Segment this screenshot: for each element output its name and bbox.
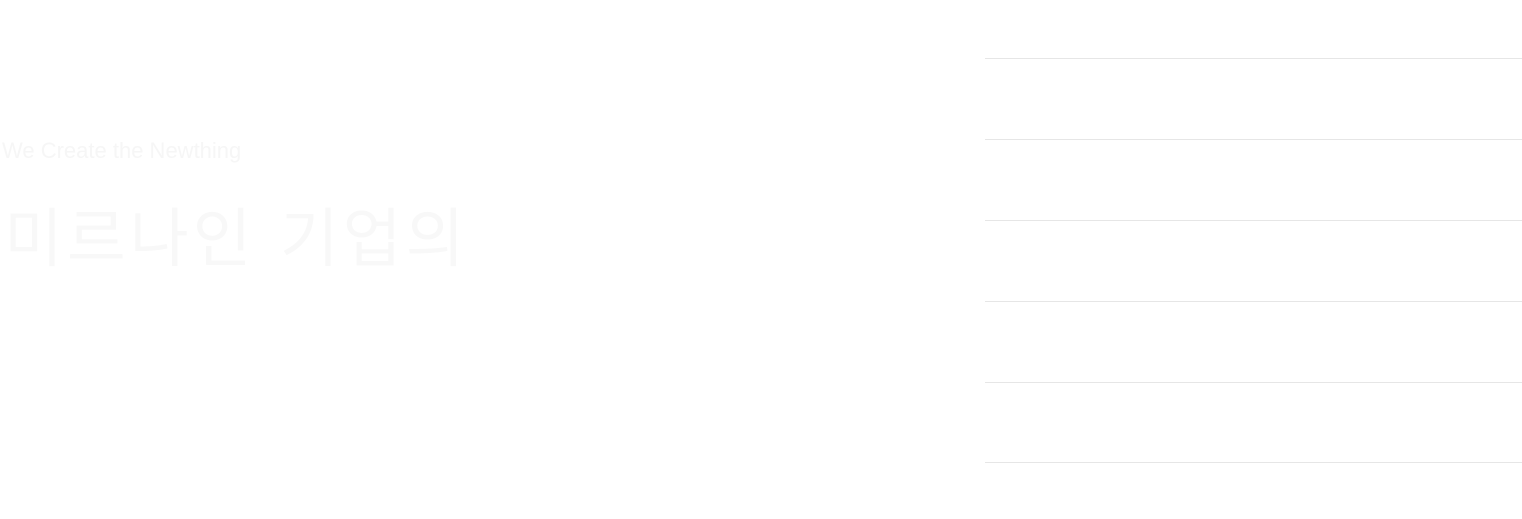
divider — [985, 220, 1522, 221]
divider — [985, 58, 1522, 59]
divider — [985, 382, 1522, 383]
hero-slogan: We Create the Newthing — [2, 138, 242, 163]
hero-title: 미르나인 기업의 — [4, 203, 469, 277]
divider — [985, 139, 1522, 140]
list-dividers — [985, 0, 1522, 519]
divider — [985, 301, 1522, 302]
divider — [985, 462, 1522, 463]
